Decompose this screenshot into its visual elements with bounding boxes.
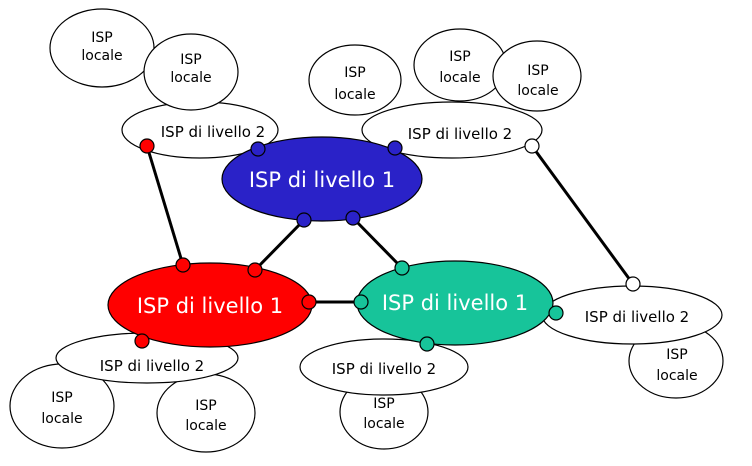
local-isp-label: ISP <box>180 52 201 68</box>
blue-point <box>250 141 266 157</box>
blue-point <box>296 212 312 228</box>
local-isp-bl2: ISP locale <box>156 373 256 453</box>
tier2-isp-top-right: ISP di livello 2 <box>361 101 543 159</box>
local-isp-label: ISP <box>373 396 394 412</box>
tier1-isp-label: ISP di livello 1 <box>249 168 395 192</box>
green-point <box>548 305 564 321</box>
link-blue-to-red <box>253 218 306 272</box>
tier2-isp-label: ISP di livello 2 <box>585 308 689 326</box>
local-isp-label: locale <box>363 416 404 432</box>
tier1-isp-red: ISP di livello 1 <box>107 262 313 348</box>
local-isp-bl1: ISP locale <box>9 363 115 449</box>
green-point <box>394 260 410 276</box>
tier2-isp-label: ISP di livello 2 <box>100 357 204 375</box>
local-isp-label: ISP <box>449 49 470 65</box>
local-isp-tr3: ISP locale <box>492 40 582 112</box>
blue-point <box>387 140 403 156</box>
blue-point <box>345 210 361 226</box>
local-isp-tl2: ISP locale <box>143 33 239 111</box>
empty-point <box>524 138 540 154</box>
tier2-isp-top-left: ISP di livello 2 <box>121 101 279 159</box>
local-isp-tr2: ISP locale <box>413 28 507 102</box>
local-isp-label: locale <box>41 411 82 427</box>
tier2-isp-label: ISP di livello 2 <box>408 125 512 143</box>
local-isp-label: locale <box>656 368 697 384</box>
tier1-isp-blue: ISP di livello 1 <box>221 136 423 222</box>
local-isp-label: locale <box>81 48 122 64</box>
red-point <box>175 257 191 273</box>
local-isp-label: ISP <box>527 63 548 79</box>
connection-points <box>134 138 641 352</box>
green-point <box>353 294 369 310</box>
tier1-isp-label: ISP di livello 1 <box>137 294 283 318</box>
local-isp-label: ISP <box>344 65 365 81</box>
tier2-isp-label: ISP di livello 2 <box>332 360 436 378</box>
local-isp-tl1: ISP locale <box>49 8 155 88</box>
link-tl2-to-red <box>145 145 185 266</box>
tier1-isp-label: ISP di livello 1 <box>382 291 528 315</box>
red-point <box>134 333 150 349</box>
red-point <box>301 294 317 310</box>
empty-point <box>625 276 641 292</box>
local-isp-label: locale <box>170 70 211 86</box>
red-point <box>247 262 263 278</box>
green-point <box>419 336 435 352</box>
red-point <box>139 138 155 154</box>
link-blue-to-green <box>351 216 404 270</box>
tier2-isp-label: ISP di livello 2 <box>161 123 265 141</box>
local-isp-label: locale <box>334 87 375 103</box>
local-isp-tr1: ISP locale <box>308 44 402 116</box>
local-isp-label: ISP <box>666 347 687 363</box>
tier1-isp-green: ISP di livello 1 <box>356 260 554 346</box>
tier2-isp-bottom-mid: ISP di livello 2 <box>299 338 469 396</box>
local-isp-label: locale <box>517 83 558 99</box>
tier2-isp-right: ISP di livello 2 <box>541 285 723 345</box>
local-isp-label: ISP <box>195 398 216 414</box>
link-tr2-to-r2 <box>530 145 635 285</box>
connection-lines <box>145 145 635 304</box>
local-isp-label: locale <box>185 418 226 434</box>
local-isp-label: ISP <box>91 30 112 46</box>
local-isp-label: locale <box>439 70 480 86</box>
local-isp-label: ISP <box>51 390 72 406</box>
